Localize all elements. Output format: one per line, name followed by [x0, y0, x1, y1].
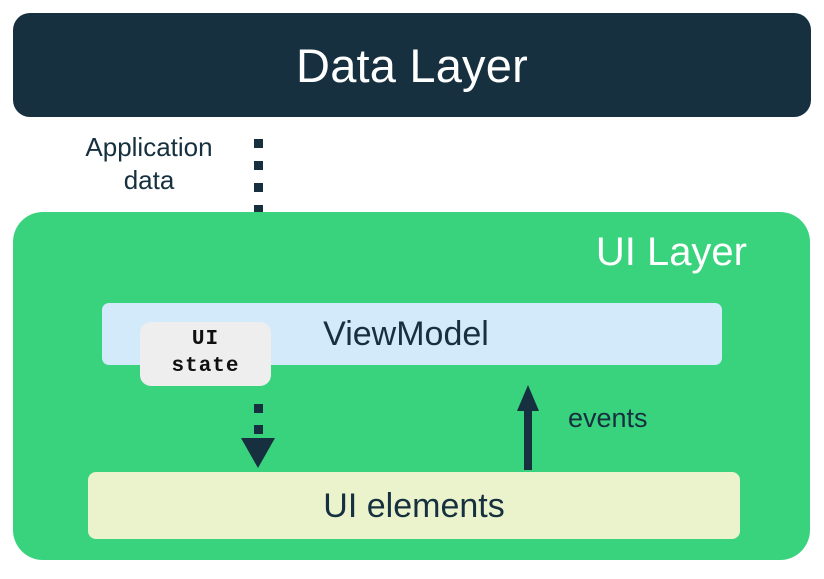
ui-state-label-line1: UI	[191, 328, 220, 352]
ui-state-badge: UI state	[140, 322, 271, 386]
arrow-shaft	[524, 408, 532, 470]
arrow-head-up-icon	[517, 385, 539, 411]
arrow-dot	[254, 205, 263, 214]
viewmodel-label: ViewModel	[323, 315, 489, 353]
arrow-dot	[254, 161, 263, 170]
application-data-label-line2: data	[123, 165, 175, 196]
arrow-dot	[254, 139, 263, 148]
ui-elements-box: UI elements	[88, 472, 740, 539]
application-data-label: Application data	[60, 131, 238, 198]
ui-state-label-line2: state	[171, 355, 240, 378]
arrow-head-down-icon	[241, 438, 275, 468]
application-data-label-line1: Application	[85, 132, 213, 162]
events-label: events	[568, 403, 648, 433]
ui-layer-label: UI Layer	[595, 230, 747, 274]
arrow-dot	[254, 425, 263, 434]
arrow-dot	[254, 404, 263, 413]
data-layer-box: Data Layer	[13, 13, 811, 117]
ui-elements-label: UI elements	[323, 486, 505, 525]
arrow-dot	[254, 183, 263, 192]
data-layer-label: Data Layer	[296, 38, 528, 92]
